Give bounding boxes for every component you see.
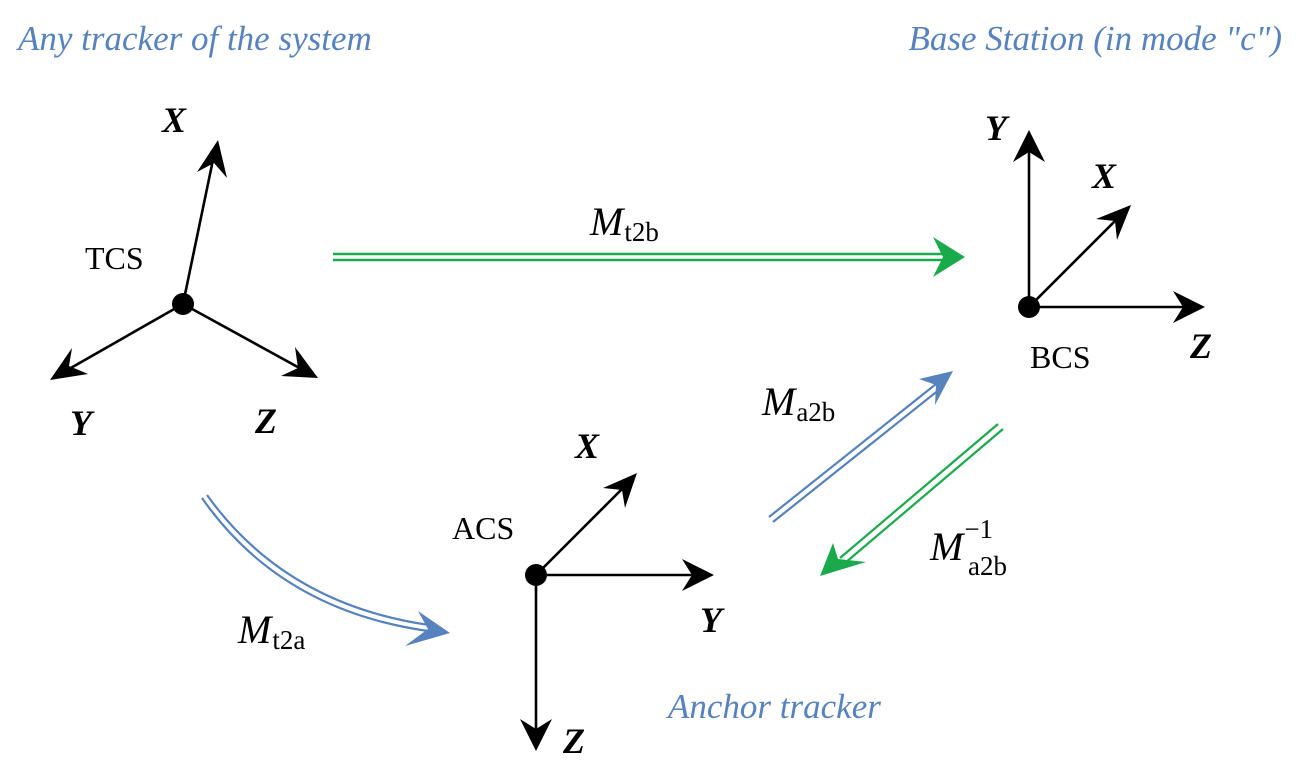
tcs-x-axis bbox=[181, 154, 216, 305]
bcs-z-label: Z bbox=[1189, 326, 1212, 366]
title-any-tracker: Any tracker of the system bbox=[16, 19, 372, 58]
acs-frame-label: ACS bbox=[452, 510, 514, 546]
title-base-station: Base Station (in mode "c") bbox=[909, 19, 1282, 58]
acs-z-label: Z bbox=[562, 721, 585, 761]
title-anchor-tracker: Anchor tracker bbox=[666, 687, 881, 726]
tcs-origin-dot bbox=[172, 293, 194, 315]
acs-y-label: Y bbox=[700, 600, 725, 640]
acs-origin-dot bbox=[525, 564, 547, 586]
bcs-frame: Y X Z BCS bbox=[985, 108, 1212, 375]
tcs-y-label: Y bbox=[70, 403, 95, 443]
transform-arrow-a2b: Ma2b bbox=[761, 371, 953, 523]
transform-arrow-t2a: Mt2a bbox=[201, 494, 450, 655]
tcs-z-axis bbox=[182, 302, 306, 373]
t2a-arrowhead-icon bbox=[405, 611, 450, 646]
acs-z-arrowhead-icon bbox=[520, 719, 552, 751]
a2b-label: Ma2b bbox=[761, 379, 835, 427]
tcs-z-label: Z bbox=[254, 401, 277, 441]
t2b-label: Mt2b bbox=[589, 199, 659, 247]
tcs-frame: X Y Z TCS bbox=[50, 100, 318, 443]
tcs-z-arrowhead-icon bbox=[281, 347, 318, 378]
t2b-arrowhead-icon bbox=[933, 237, 965, 277]
a2b-arrowhead-icon bbox=[919, 371, 953, 405]
bcs-origin-dot bbox=[1018, 296, 1040, 318]
bcs-x-arrowhead-icon bbox=[1096, 205, 1131, 240]
bcs-x-label: X bbox=[1091, 156, 1117, 196]
bcs-z-arrowhead-icon bbox=[1173, 291, 1205, 323]
tcs-x-arrowhead-icon bbox=[197, 140, 227, 178]
bcs-y-arrowhead-icon bbox=[1013, 130, 1045, 162]
acs-x-label: X bbox=[574, 426, 600, 466]
tcs-y-axis bbox=[61, 302, 184, 375]
a2b-inverse-arrowhead-icon bbox=[820, 543, 866, 576]
acs-x-axis bbox=[535, 484, 627, 576]
acs-x-arrowhead-icon bbox=[603, 473, 637, 508]
acs-frame: X Y Z ACS bbox=[452, 426, 725, 761]
bcs-frame-label: BCS bbox=[1030, 339, 1090, 375]
bcs-x-axis bbox=[1028, 215, 1121, 308]
bcs-y-label: Y bbox=[985, 108, 1010, 148]
acs-y-arrowhead-icon bbox=[682, 559, 714, 591]
t2a-label: Mt2a bbox=[237, 607, 305, 655]
transform-arrow-t2b: Mt2b bbox=[333, 199, 965, 277]
tcs-frame-label: TCS bbox=[85, 240, 144, 276]
tcs-x-label: X bbox=[161, 100, 187, 140]
tcs-y-arrowhead-icon bbox=[50, 348, 88, 380]
